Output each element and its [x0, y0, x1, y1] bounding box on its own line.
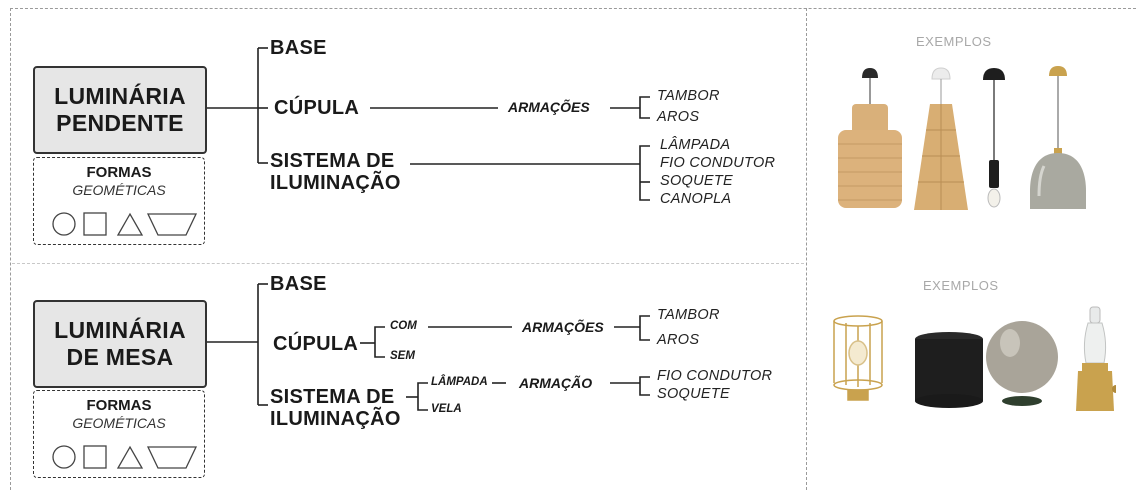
bamboo-drum-pendant-image [838, 68, 902, 208]
pendant-aros: AROS [657, 109, 699, 125]
pendant-fio: FIO CONDUTOR [660, 155, 775, 171]
table-armacao: ARMAÇÃO [519, 375, 592, 391]
table-forms-box: FORMAS GEOMÉTICAS [33, 390, 205, 478]
pendant-forms-title: FORMAS [34, 164, 204, 181]
table-aros: AROS [657, 332, 699, 348]
table-forms-subtitle: GEOMÉTICAS [34, 415, 204, 431]
glass-pendant-image [1030, 66, 1086, 209]
table-vela: VELA [431, 403, 462, 415]
table-cupula: CÚPULA [273, 333, 358, 356]
table-sem: SEM [390, 350, 415, 362]
table-soquete: SOQUETE [657, 386, 730, 402]
pendant-cupula: CÚPULA [274, 97, 359, 120]
table-base: BASE [270, 273, 327, 296]
pendant-lamp-examples [826, 60, 1106, 220]
brass-cage-lamp-image [834, 316, 882, 400]
table-tambor: TAMBOR [657, 307, 720, 323]
table-lamp-examples [826, 305, 1116, 425]
table-title-box: LUMINÁRIA DE MESA [33, 300, 207, 388]
pendant-title-box: LUMINÁRIA PENDENTE [33, 66, 207, 154]
pendant-title: LUMINÁRIA PENDENTE [54, 83, 186, 137]
table-com: COM [390, 320, 417, 332]
pendant-sistema: SISTEMA DE ILUMINAÇÃO [270, 150, 401, 194]
table-lampada: LÂMPADA [431, 376, 488, 388]
pendant-base: BASE [270, 37, 327, 60]
pendant-armacoes: ARMAÇÕES [508, 99, 590, 115]
table-armacoes: ARMAÇÕES [522, 319, 604, 335]
table-sistema: SISTEMA DE ILUMINAÇÃO [270, 386, 401, 430]
pendant-forms-subtitle: GEOMÉTICAS [34, 182, 204, 198]
black-cylinder-lamp-image [915, 332, 983, 408]
black-socket-pendant-image [983, 68, 1005, 207]
geometric-shapes-icon [34, 443, 204, 471]
table-fio: FIO CONDUTOR [657, 368, 772, 384]
geometric-shapes-icon [34, 210, 204, 238]
examples-label-table: EXEMPLOS [923, 278, 999, 293]
table-forms-title: FORMAS [34, 397, 204, 414]
table-title: LUMINÁRIA DE MESA [54, 317, 186, 371]
globe-lamp-image [986, 321, 1058, 406]
pendant-tambor: TAMBOR [657, 88, 720, 104]
bamboo-cone-pendant-image [914, 68, 968, 210]
pendant-lampada: LÂMPADA [660, 137, 730, 153]
pendant-soquete: SOQUETE [660, 173, 733, 189]
pendant-canopla: CANOPLA [660, 191, 731, 207]
examples-label-pendant: EXEMPLOS [916, 34, 992, 49]
oil-lantern-image [1076, 307, 1116, 411]
pendant-forms-box: FORMAS GEOMÉTICAS [33, 157, 205, 245]
